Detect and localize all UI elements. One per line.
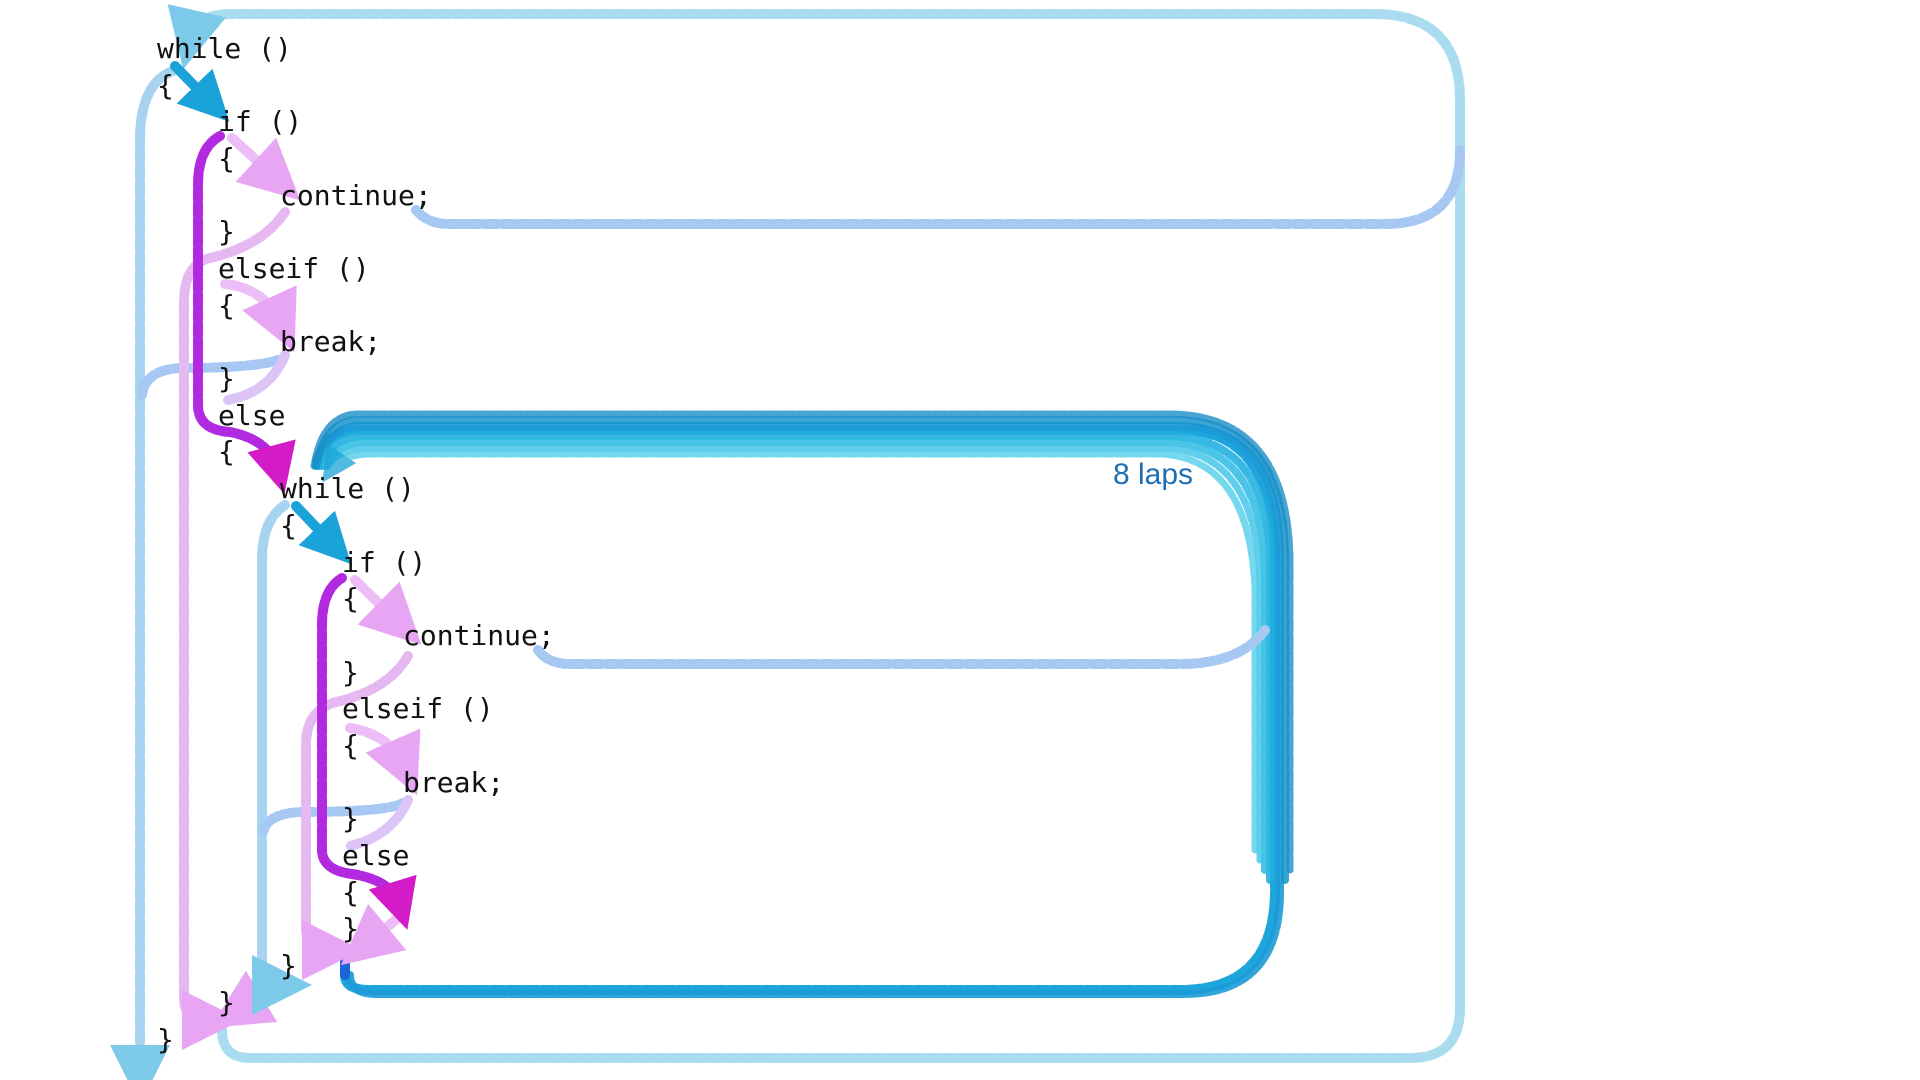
inner-lap-3	[318, 432, 1274, 884]
inner-if-open: {	[342, 582, 359, 615]
inner-lap-5	[312, 416, 1289, 884]
outer-elseif-head: elseif ()	[218, 252, 370, 285]
outer-inner-close-to-close	[210, 970, 278, 1028]
inner-elseif-to-break	[345, 723, 421, 796]
outer-else-open: {	[218, 435, 235, 468]
outer-if-close: }	[218, 215, 235, 248]
inner-else-fallthrough	[340, 903, 407, 966]
outer-if-to-continue	[227, 133, 301, 201]
inner-enter-if-arrow	[291, 501, 352, 565]
inner-continue-fallthrough	[301, 651, 413, 980]
outer-elseif-close: }	[218, 362, 235, 395]
outer-break-fallthrough	[223, 350, 290, 405]
inner-laps-bundle	[310, 410, 1294, 998]
inner-lap-8	[322, 443, 1259, 854]
outer-close-brace: }	[157, 1023, 174, 1056]
outer-elseif-to-break	[220, 279, 297, 353]
outer-open-brace: {	[157, 69, 174, 102]
inner-lap-2	[315, 422, 1284, 998]
laps-label: 8 laps	[1113, 458, 1193, 491]
inner-else-open: {	[342, 876, 359, 909]
inner-condition-path	[317, 573, 417, 930]
inner-code-block: while () { if () { continue; } elseif ()…	[280, 472, 555, 982]
outer-elseif-open: {	[218, 289, 235, 322]
outer-loop-back-arrows	[110, 4, 1465, 1080]
inner-else-close: }	[342, 912, 359, 945]
outer-continue-fallthrough	[179, 207, 290, 1050]
inner-if-close: }	[342, 656, 359, 689]
outer-continue-stmt: continue;	[280, 179, 432, 212]
inner-break-fallthrough	[345, 795, 413, 851]
inner-close-brace: }	[280, 949, 297, 982]
inner-elseif-close: }	[342, 802, 359, 835]
inner-break-stmt: break;	[403, 766, 504, 799]
outer-code-block: while () { if () { continue; } elseif ()…	[157, 32, 432, 1056]
inner-if-head: if ()	[342, 546, 426, 579]
inner-continue-path	[533, 625, 1270, 669]
outer-else-close: }	[218, 986, 235, 1019]
inner-elseif-head: elseif ()	[342, 692, 494, 725]
outer-while-head: while ()	[157, 32, 292, 65]
inner-lap-4	[322, 438, 1269, 874]
inner-condition-chain	[291, 501, 417, 930]
outer-else-head: else	[218, 399, 285, 432]
inner-exit-path	[251, 500, 312, 1015]
inner-else-head: else	[342, 839, 409, 872]
inner-continue-stmt: continue;	[403, 619, 555, 652]
outer-loop-back-path	[167, 4, 1465, 1063]
outer-if-head: if ()	[218, 105, 302, 138]
outer-if-open: {	[218, 142, 235, 175]
outer-condition-chain	[170, 61, 296, 495]
inner-lap-7	[310, 410, 1294, 874]
outer-continue-path	[411, 145, 1465, 229]
inner-if-to-continue	[350, 575, 422, 645]
outer-condition-path	[193, 131, 296, 495]
inner-open-brace: {	[280, 509, 297, 542]
inner-while-head: while ()	[280, 472, 415, 505]
inner-elseif-open: {	[342, 729, 359, 762]
outer-break-stmt: break;	[280, 325, 381, 358]
outer-enter-if-arrow	[170, 61, 230, 122]
outer-exit-path	[110, 65, 180, 1080]
